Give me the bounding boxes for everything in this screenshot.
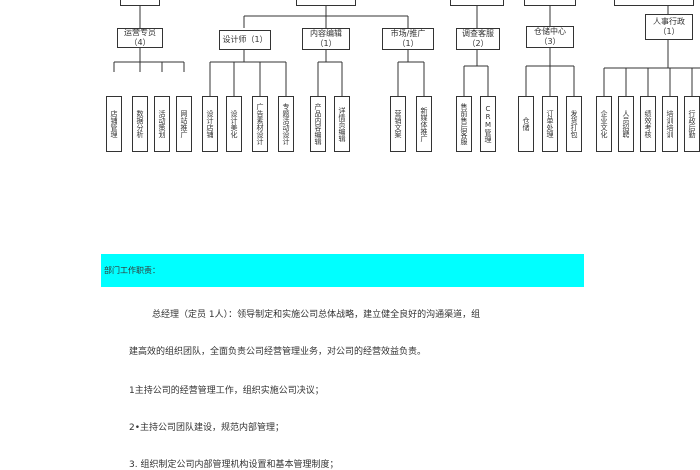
- org-leaf-box: CRM管理: [480, 96, 496, 152]
- dept-name: 市场/推广: [390, 29, 426, 38]
- org-top-box-3: [450, 0, 504, 6]
- org-leaf-box: 详情页编辑: [334, 96, 350, 152]
- org-top-box-4: [524, 0, 576, 6]
- paragraph-line: 建高效的组织团队，全面负责公司经营管理业务，对公司的经营效益负责。: [129, 347, 427, 357]
- org-dept-hr: 人事行政 （1）: [645, 14, 693, 40]
- dept-name: 内容编辑: [310, 29, 342, 38]
- org-leaf-box: 专题活动设计: [278, 96, 294, 152]
- dept-name: 人事行政: [653, 17, 685, 26]
- list-item: 3. 组织制定公司内部管理机构设置和基本管理制度；: [129, 460, 339, 470]
- dept-name: 设计师（1）: [222, 35, 268, 44]
- dept-count: （3）: [539, 37, 561, 46]
- list-item: 2•主持公司团队建设，规范内部管理；: [129, 423, 285, 433]
- org-chart-connectors: [113, 0, 700, 96]
- org-leaf-box: 售前售后客服: [456, 96, 472, 152]
- org-leaf-box: 设计店铺: [202, 96, 218, 152]
- org-leaf-box: 人员招聘: [618, 96, 634, 152]
- org-dept-marketing: 市场/推广 （1）: [382, 28, 434, 50]
- dept-count: （4）: [129, 38, 151, 47]
- org-dept-operations: 运营专员 （4）: [117, 28, 163, 48]
- section-heading: 部门工作职责：: [101, 254, 584, 287]
- org-leaf-box: 发货打包: [566, 96, 582, 152]
- org-dept-content: 内容编辑 （1）: [302, 28, 350, 50]
- org-dept-designer: 设计师（1）: [219, 30, 271, 50]
- org-leaf-box: 产品内容编辑: [310, 96, 326, 152]
- org-leaf-box: 企业文化: [596, 96, 612, 152]
- org-leaf-box: 数据分析: [132, 96, 148, 152]
- org-leaf-box: 设计美化: [226, 96, 242, 152]
- org-leaf-box: 网站推广: [176, 96, 192, 152]
- dept-name: 运营专员: [124, 28, 156, 37]
- org-leaf-box: 店铺管理: [106, 96, 122, 152]
- dept-count: （1）: [397, 39, 419, 48]
- org-leaf-box: 广告素材设计: [252, 96, 268, 152]
- org-leaf-box: 活动策划: [154, 96, 170, 152]
- org-dept-service: 调查客服 （2）: [456, 28, 500, 50]
- org-leaf-box: 绩效考核: [640, 96, 656, 152]
- org-leaf-box: 营销文案: [390, 96, 406, 152]
- dept-name: 调查客服: [462, 29, 494, 38]
- paragraph-line: 总经理（定员 1人）：领导制定和实施公司总体战略，建立健全良好的沟通渠道，组: [152, 310, 481, 320]
- org-top-box-5: [614, 0, 694, 6]
- dept-count: （2）: [467, 39, 489, 48]
- org-leaf-box: 行政后勤: [684, 96, 700, 152]
- org-top-box-2: [296, 0, 356, 6]
- org-top-box-1: [120, 0, 160, 6]
- org-leaf-box: 新媒体推广: [416, 96, 432, 152]
- org-leaf-box: 培训培训: [662, 96, 678, 152]
- org-leaf-box: 订单处理: [542, 96, 558, 152]
- dept-name: 仓储中心: [534, 27, 566, 36]
- dept-count: （1）: [315, 39, 337, 48]
- org-dept-warehouse: 仓储中心 （3）: [526, 26, 574, 48]
- org-leaf-box: 仓储: [518, 96, 534, 152]
- list-item: 1主持公司的经营管理工作，组织实施公司决议；: [129, 386, 324, 396]
- dept-count: （1）: [658, 27, 680, 36]
